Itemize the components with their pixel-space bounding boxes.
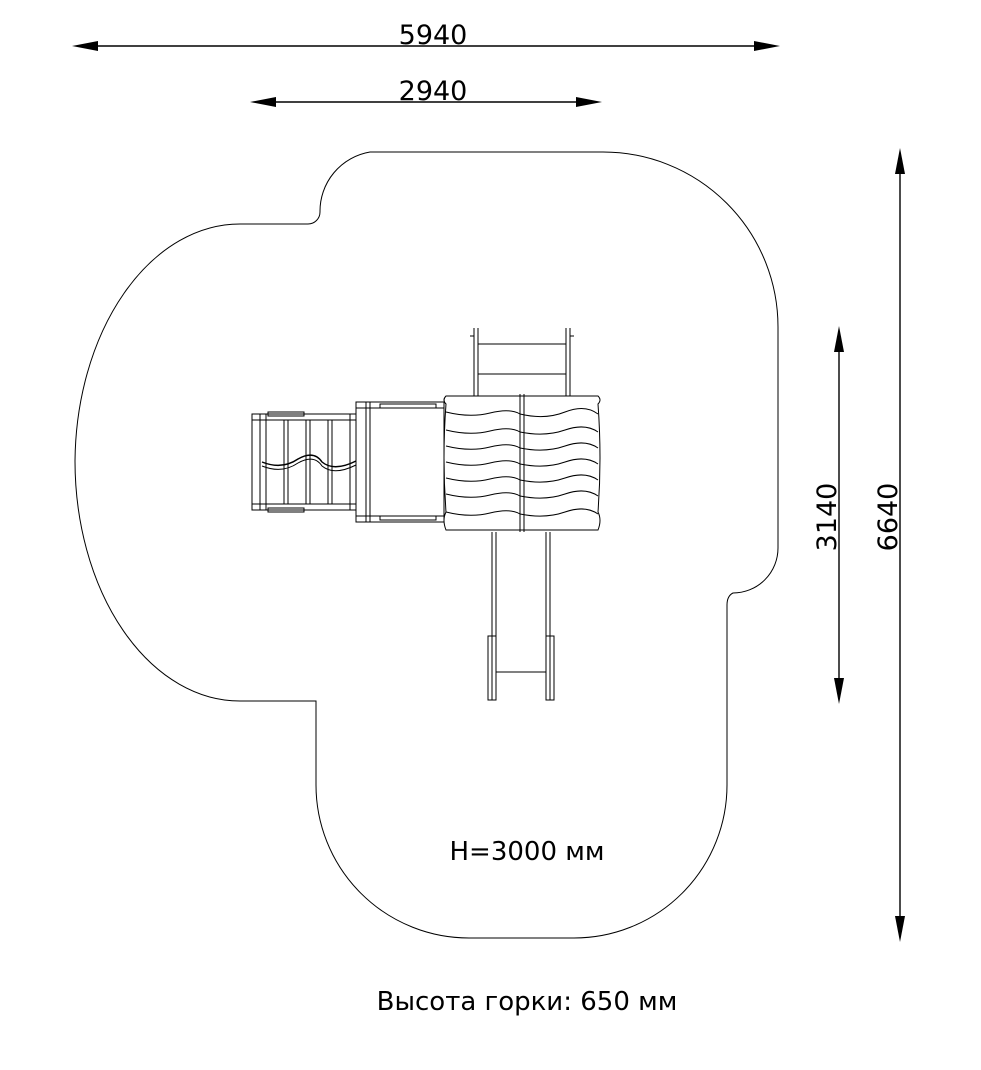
dimension-equipment-depth: 3140 — [812, 326, 844, 704]
slide — [487, 532, 555, 701]
dimension-overall-depth: 6640 — [873, 148, 905, 942]
play-equipment — [251, 328, 601, 701]
dimension-equipment-width: 2940 — [250, 76, 602, 107]
crawl-tunnel — [251, 411, 357, 513]
rear-railing — [470, 328, 574, 396]
dimension-equipment-depth-label: 3140 — [812, 483, 843, 552]
height-label: H=3000 мм — [450, 837, 605, 867]
central-platform — [443, 394, 601, 532]
bridge-section — [355, 401, 445, 523]
dimension-equipment-width-label: 2940 — [399, 76, 468, 107]
dimension-overall-width: 5940 — [72, 20, 780, 51]
slide-height-label: Высота горки: 650 мм — [377, 987, 678, 1017]
dimension-overall-depth-label: 6640 — [873, 483, 904, 552]
dimension-overall-width-label: 5940 — [399, 20, 468, 51]
safety-zone-outline — [74, 151, 779, 939]
